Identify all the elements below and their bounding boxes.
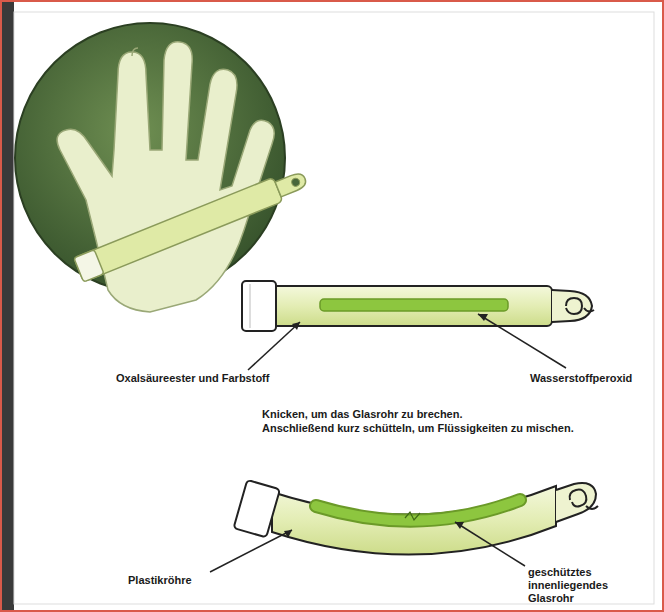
frame-shadow (0, 0, 14, 612)
glowstick-straight (242, 281, 594, 331)
hand (57, 42, 274, 312)
held-glowstick (74, 166, 310, 282)
instruction-note: Knicken, um das Glasrohr zu brechen. (262, 408, 463, 421)
glowstick-bent (234, 480, 598, 555)
instruction-note: Anschließend kurz schütteln, um Flüssigk… (262, 422, 574, 435)
part-label: Plastikröhre (128, 574, 192, 587)
glass-tube (320, 299, 508, 311)
part-label: geschütztes innenliegendes Glasrohr (528, 566, 640, 605)
part-label: Wasserstoffperoxid (530, 372, 632, 385)
hand-circle (15, 23, 310, 312)
part-label: Oxalsäureester und Farbstoff (116, 372, 269, 385)
